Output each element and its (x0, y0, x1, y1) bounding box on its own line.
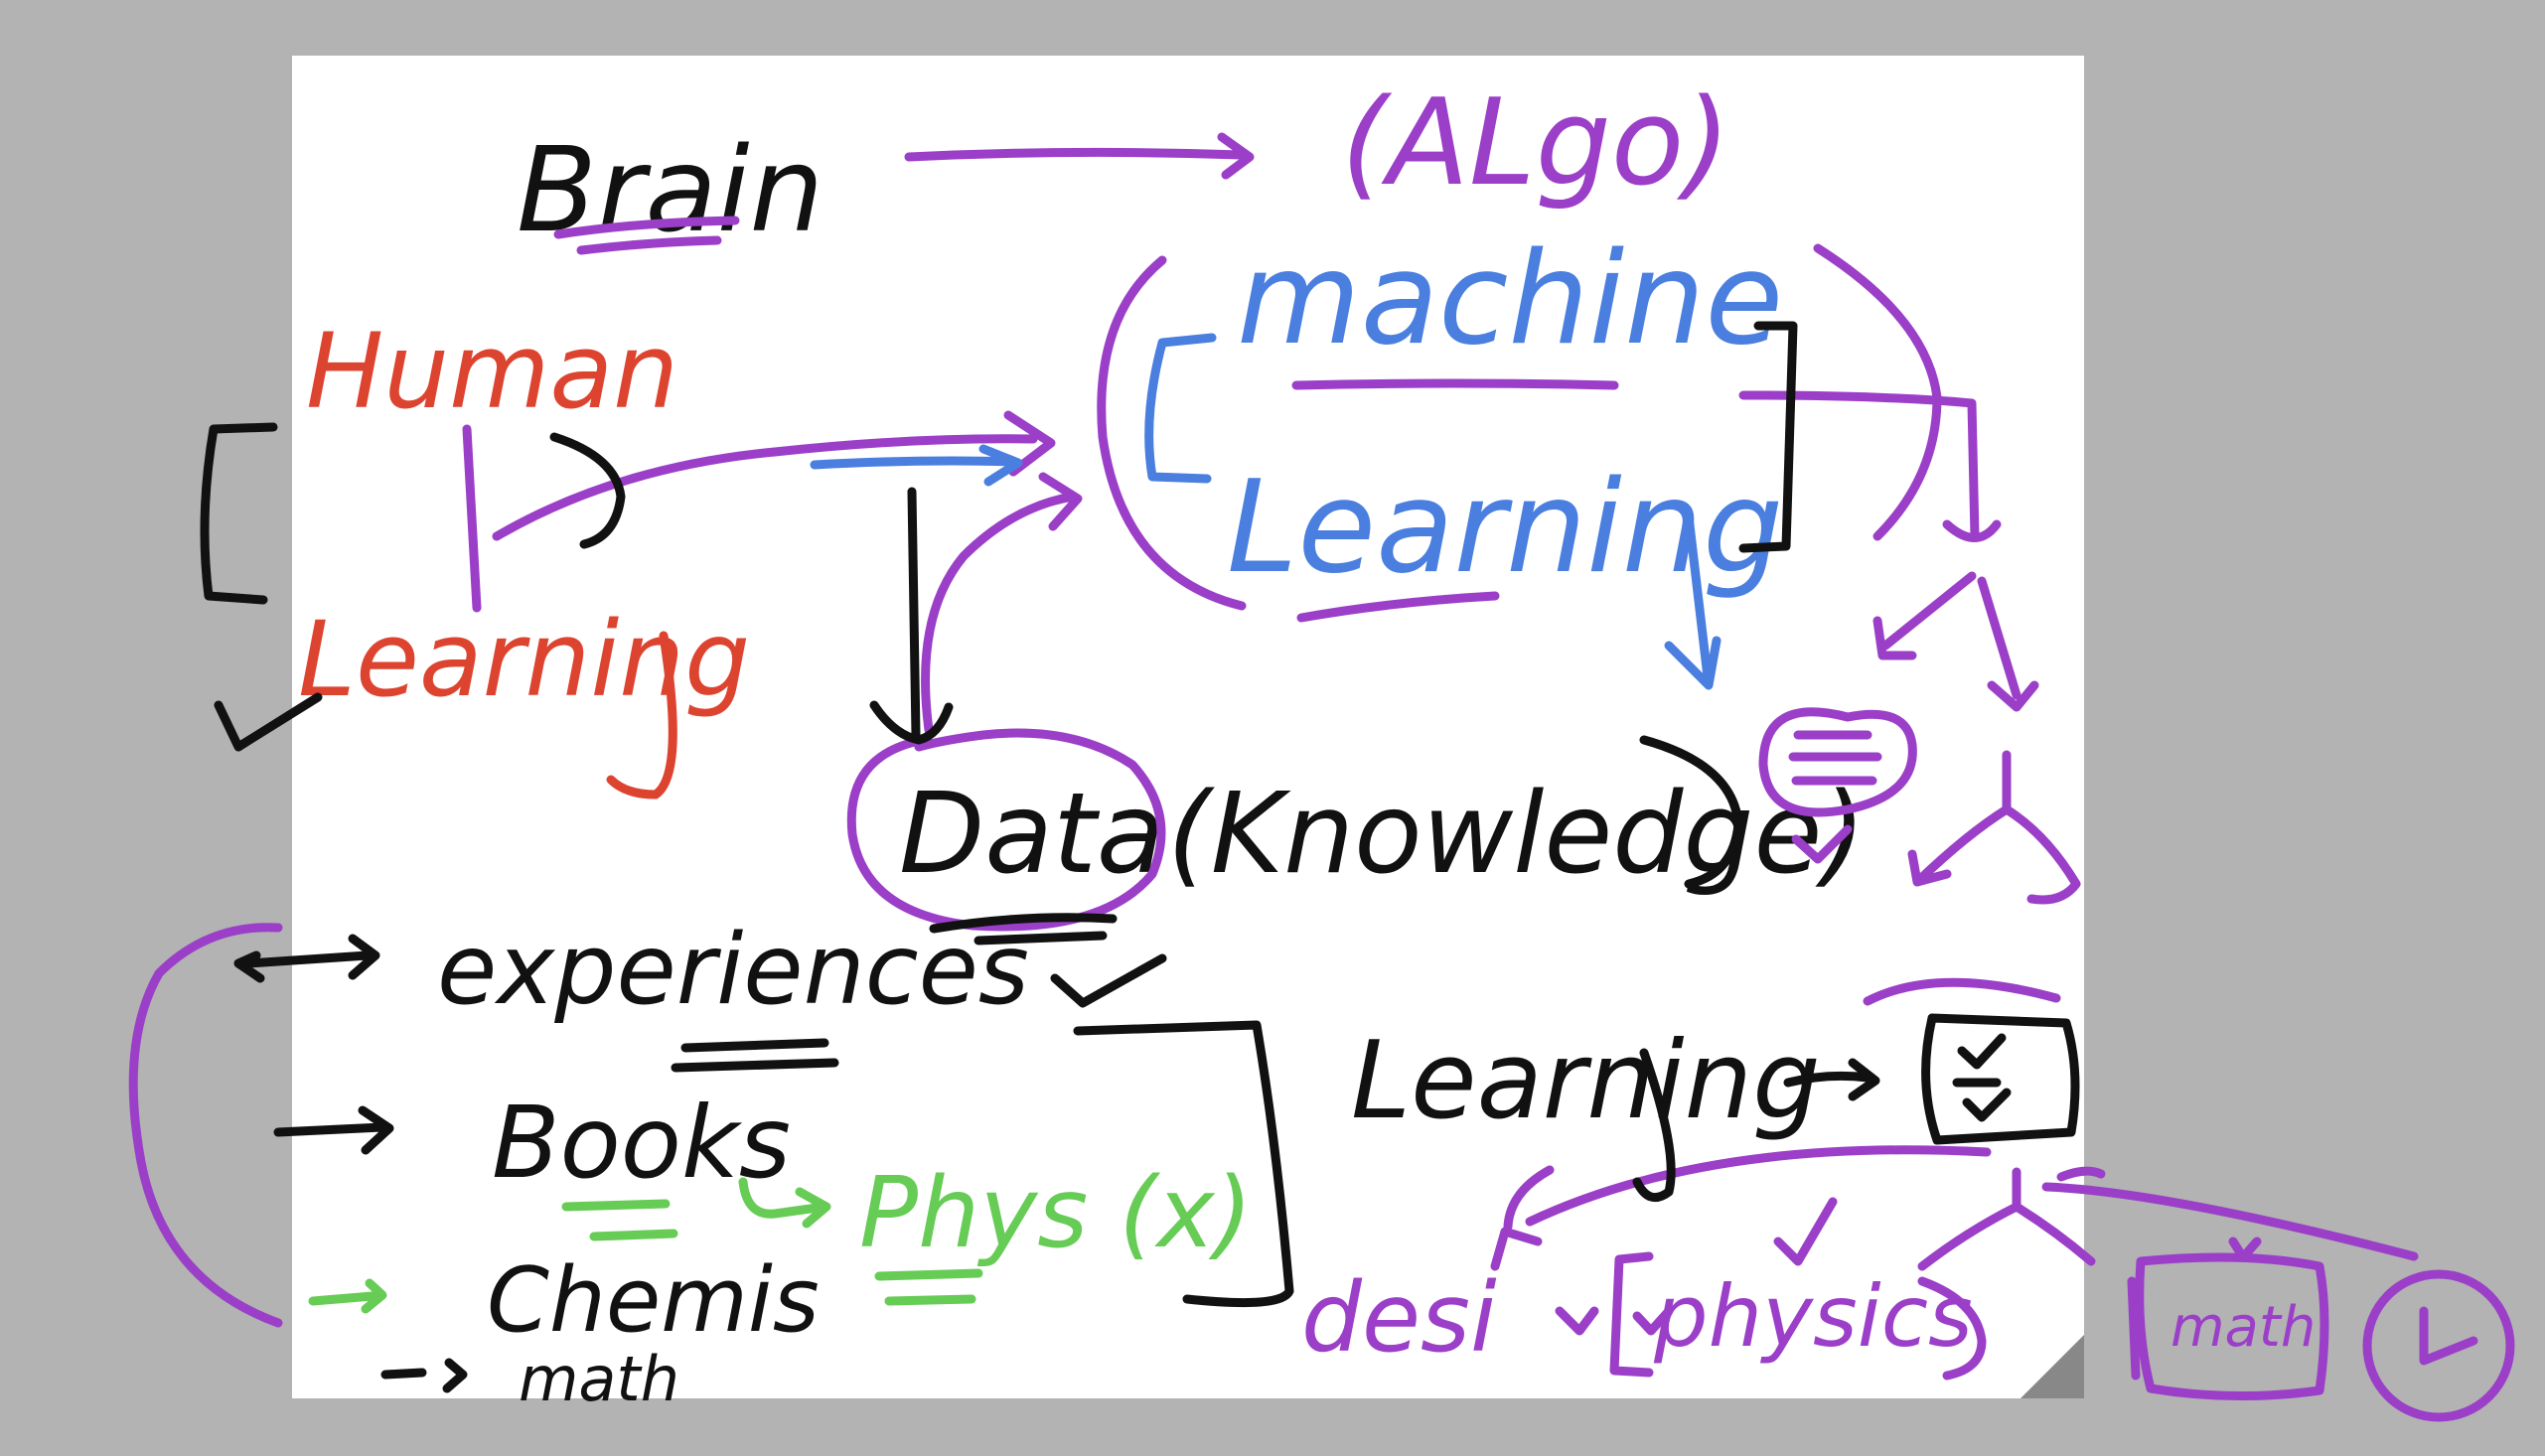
learning-black-tail (1632, 1048, 1676, 1203)
whiteboard-page[interactable] (292, 56, 2084, 1398)
word-machine: machine (1237, 225, 1783, 373)
data-underline (929, 913, 1118, 946)
word-chemis: Chemis (487, 1248, 820, 1353)
brain-underline (553, 216, 740, 255)
word-math-small: math (519, 1343, 679, 1415)
machine-underline (1291, 378, 1619, 390)
list-icon-lines (1788, 730, 1882, 786)
checklist-box (1921, 1013, 2080, 1145)
sources-bracket (128, 923, 283, 1328)
list-icon-check (1791, 824, 1853, 864)
human-black-paren (549, 432, 626, 549)
word-experiences: experiences (437, 914, 1029, 1027)
learning-red-tail (606, 631, 677, 800)
learning-to-box-arrow (1783, 1058, 1880, 1101)
ml-left-paren (1097, 255, 1247, 611)
word-data: Data (899, 770, 1164, 899)
knowledge-close-paren (1639, 735, 1743, 889)
ml-blue-left-bracket (1144, 333, 1217, 484)
check-mark-physics (1773, 1197, 1838, 1266)
data-ellipse (846, 728, 1166, 932)
phys-arrow (738, 1177, 831, 1229)
chemis-green-arrow (308, 1278, 387, 1314)
physics-bracket (1609, 1251, 1987, 1381)
learning-output-arc (1490, 1145, 1992, 1271)
checklist-top-arc (1863, 977, 2061, 1006)
ml-output-line (1738, 390, 2002, 542)
tree-icon (1907, 750, 2081, 905)
experiences-arrow (233, 934, 380, 983)
human-learning-link (462, 424, 482, 613)
experiences-underline (671, 1038, 839, 1073)
learning-to-physics (1917, 1167, 2419, 1271)
word-knowledge: (Knowledge) (1167, 770, 1866, 899)
math-small-arrow (380, 1358, 468, 1393)
math-box-tick (2228, 1237, 2262, 1262)
checklist-ticks (1952, 1033, 2012, 1122)
list-icon-circle (1758, 707, 1917, 817)
ml-black-right-bracket (1738, 321, 1798, 553)
human-learning-check (214, 692, 323, 752)
clock-hands (2419, 1306, 2478, 1366)
word-phys-x: Phys (x) (859, 1157, 1253, 1270)
phys-underline (874, 1268, 983, 1306)
human-learning-bracket (200, 422, 278, 605)
arrow-to-tree (1977, 576, 2039, 712)
ml-blue-arrow-in (810, 444, 1023, 487)
brain-to-algo-arrow (904, 132, 1255, 180)
data-check (1050, 953, 1167, 1008)
arrow-to-list (1872, 571, 1977, 660)
page-curl-icon[interactable] (2021, 1335, 2084, 1398)
books-underline (561, 1199, 678, 1241)
data-to-ml-arrow (921, 472, 1083, 735)
word-desi: desi (1301, 1262, 1497, 1374)
ml-to-data-down-arrow (869, 487, 954, 745)
math-box (2127, 1252, 2329, 1401)
word-learning-black: Learning (1351, 1019, 1821, 1143)
clock-icon (2362, 1269, 2515, 1422)
word-algo: (ALgo) (1341, 74, 1730, 213)
sources-right-bracket (1073, 1020, 1294, 1308)
physics-check-small (1555, 1306, 1674, 1336)
human-to-ml-arrow (492, 410, 1056, 541)
ml-blue-down-arrow (1664, 511, 1722, 690)
books-arrow (273, 1105, 394, 1155)
learning-blue-underline (1296, 591, 1500, 623)
word-human: Human (306, 311, 678, 432)
word-math-box: math (2171, 1295, 2316, 1360)
word-learning-red: Learning (298, 599, 750, 720)
arrow-right-small (2056, 1166, 2106, 1182)
